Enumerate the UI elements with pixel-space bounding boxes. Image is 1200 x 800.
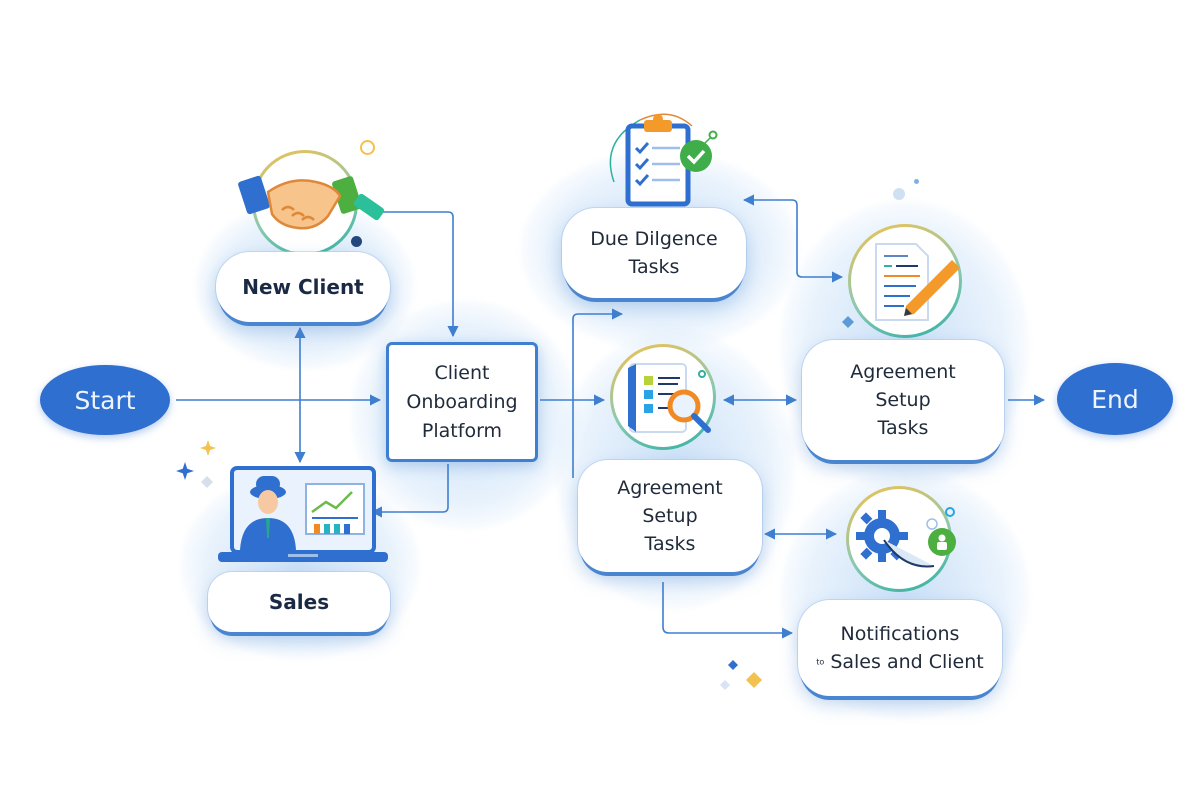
platform-node[interactable]: Client Onboarding Platform	[386, 342, 538, 462]
agreement-right-node[interactable]: Agreement Setup Tasks	[802, 340, 1004, 460]
agreement-right-label-line1: Agreement	[850, 361, 956, 383]
notifications-label-line2: Sales and Client	[830, 650, 984, 673]
notifications-label-line1: Notifications	[840, 622, 960, 645]
notifications-label-prefix: to	[816, 657, 825, 667]
sparkle-icon	[176, 462, 194, 480]
platform-label-line1: Client	[434, 361, 490, 384]
due-diligence-node[interactable]: Due Dilgence Tasks	[562, 208, 746, 298]
sparkle-icon	[200, 440, 216, 456]
sparkle-icon	[201, 476, 213, 488]
gear-lock-icon	[854, 500, 964, 584]
sparkle-icon	[720, 680, 730, 690]
sparkle-icon	[728, 660, 738, 670]
checklist-clipboard-icon	[600, 112, 730, 212]
edge-agreement-notifications	[662, 582, 794, 639]
agreement-center-label-line3: Tasks	[644, 533, 696, 555]
new-client-dot	[351, 236, 362, 247]
agreement-right-label-line2: Setup	[875, 389, 931, 411]
new-client-node[interactable]: New Client	[216, 252, 390, 322]
due-diligence-label-line2: Tasks	[628, 256, 680, 278]
laptop-presenter-icon	[218, 466, 388, 574]
start-label: Start	[74, 385, 136, 415]
document-search-icon	[622, 360, 722, 444]
bubble-decoration	[914, 179, 919, 184]
new-client-label: New Client	[242, 275, 364, 299]
edge-platform-sales	[370, 464, 449, 518]
start-node[interactable]: Start	[40, 365, 170, 435]
agreement-right-label-line3: Tasks	[877, 417, 929, 439]
due-diligence-label-line1: Due Dilgence	[590, 228, 718, 250]
sparkle-icon	[746, 672, 762, 688]
end-label: End	[1091, 384, 1139, 414]
end-node[interactable]: End	[1057, 363, 1173, 435]
new-client-bubble	[360, 140, 375, 155]
agreement-center-node[interactable]: Agreement Setup Tasks	[578, 460, 762, 572]
sales-label: Sales	[268, 590, 330, 614]
handshake-icon	[236, 170, 386, 244]
edge-agreement-duediligence	[572, 308, 624, 478]
bubble-decoration	[893, 188, 905, 200]
edge-newclient-platform	[378, 211, 459, 338]
platform-label-line2: Onboarding	[406, 390, 518, 413]
agreement-center-label-line1: Agreement	[617, 477, 723, 499]
platform-label-line3: Platform	[421, 419, 503, 442]
edge-duediligence-agreementright	[742, 194, 844, 283]
agreement-center-label-line2: Setup	[642, 505, 698, 527]
sales-node[interactable]: Sales	[208, 572, 390, 632]
sparkle-icon	[842, 316, 854, 328]
notifications-node[interactable]: Notifications to Sales and Client	[798, 600, 1002, 696]
document-pen-icon	[870, 240, 970, 328]
